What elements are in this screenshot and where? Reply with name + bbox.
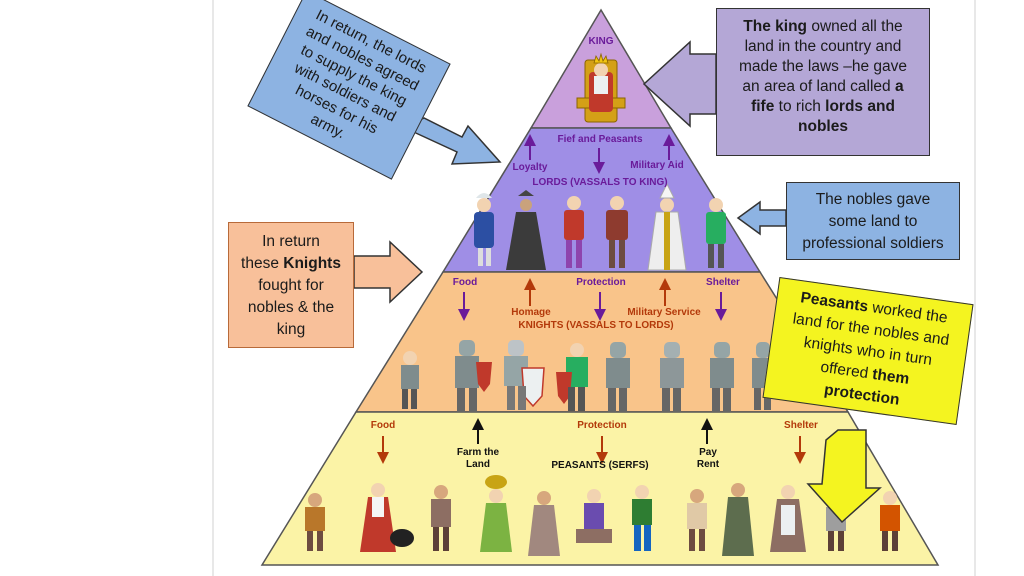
knight-figure-1 bbox=[401, 351, 419, 409]
homage-label: Homage bbox=[511, 307, 551, 318]
king-info-line-2: land in the country and bbox=[744, 38, 902, 55]
knights-return-line-4: nobles & the bbox=[247, 299, 335, 316]
king-info-bold-5: nobles bbox=[798, 118, 848, 135]
military-service-label: Military Service bbox=[627, 307, 701, 318]
lord-figure-2 bbox=[506, 190, 546, 270]
lord-figure-5 bbox=[647, 182, 687, 271]
peasant-figure-10 bbox=[770, 485, 806, 552]
peasant-figure-2 bbox=[360, 483, 414, 552]
peasant-figure-1 bbox=[305, 493, 325, 551]
peasant-figure-3 bbox=[431, 485, 451, 551]
king-info-arrow bbox=[642, 40, 717, 128]
lord-figure-6 bbox=[706, 198, 726, 268]
knight-figure-3 bbox=[504, 340, 545, 410]
knights-return-line-1: In return bbox=[262, 233, 320, 250]
knight-figure-7 bbox=[710, 342, 734, 412]
shelter-label: Shelter bbox=[706, 277, 740, 288]
knight-figure-5 bbox=[606, 342, 630, 412]
military-aid-label: Military Aid bbox=[630, 160, 684, 171]
knights-return-arrow bbox=[353, 240, 424, 304]
king-info-bold-1: The king bbox=[743, 18, 808, 35]
peasant-protection-label: Protection bbox=[577, 420, 627, 431]
peasant-figure-7 bbox=[632, 485, 652, 551]
knights-tier-title: KNIGHTS (VASSALS TO LORDS) bbox=[518, 320, 674, 331]
king-info-bold-2: a bbox=[894, 78, 904, 95]
lord-figure-1 bbox=[474, 193, 494, 266]
king-info-line-4: an area of land called bbox=[742, 78, 895, 95]
peasant-food-label: Food bbox=[370, 420, 396, 431]
nobles-gave-arrow bbox=[736, 200, 787, 236]
peasant-figure-12 bbox=[880, 491, 900, 551]
lord-figure-3 bbox=[564, 196, 584, 268]
nobles-gave-line-3: professional soldiers bbox=[802, 235, 944, 252]
king-info-text-5: to rich bbox=[774, 98, 826, 115]
king-info-bold-4: lords and bbox=[825, 98, 895, 115]
farm-label-line1: Farm the bbox=[456, 447, 500, 458]
knight-figure-4 bbox=[556, 343, 588, 411]
pay-label-line1: Pay bbox=[699, 447, 717, 458]
king-info-callout: The king owned all the land in the count… bbox=[716, 8, 930, 156]
king-info-line-3: made the laws –he gave bbox=[738, 58, 908, 75]
knight-figure-2 bbox=[455, 340, 492, 412]
peasant-figure-5 bbox=[528, 491, 560, 556]
knights-return-callout: In return these Knights fought for noble… bbox=[228, 222, 354, 348]
knights-return-line-2: these bbox=[241, 255, 284, 272]
peasants-tier-title: PEASANTS (SERFS) bbox=[551, 460, 649, 471]
nobles-gave-callout: The nobles gave some land to professiona… bbox=[786, 182, 960, 260]
peasant-figure-9 bbox=[722, 483, 754, 556]
peasant-shelter-label: Shelter bbox=[784, 420, 818, 431]
knights-return-line-5: king bbox=[276, 321, 306, 338]
king-info-text-1: owned all the bbox=[807, 18, 903, 35]
peasant-figure-4 bbox=[480, 475, 512, 552]
protection-label: Protection bbox=[576, 277, 626, 288]
king-info-bold-3: fife bbox=[751, 98, 775, 115]
pay-label-line2: Rent bbox=[696, 459, 720, 470]
peasant-figure-6 bbox=[576, 489, 612, 543]
lords-return-arrow bbox=[403, 117, 502, 165]
food-label: Food bbox=[452, 277, 478, 288]
peasants-worked-bold-2: them bbox=[871, 365, 911, 388]
king-tier-title: KING bbox=[588, 36, 614, 47]
knight-figure-6 bbox=[660, 342, 684, 412]
lord-figure-4 bbox=[606, 196, 628, 268]
nobles-gave-line-1: The nobles gave bbox=[815, 191, 931, 208]
knights-return-line-3: fought for bbox=[258, 277, 324, 294]
peasants-worked-arrow bbox=[806, 429, 882, 524]
lords-tier-title: LORDS (VASSALS TO KING) bbox=[532, 177, 668, 188]
farm-label-line2: Land bbox=[466, 459, 490, 470]
knights-return-bold-1: Knights bbox=[283, 255, 341, 272]
loyalty-label: Loyalty bbox=[512, 162, 548, 173]
nobles-gave-line-2: some land to bbox=[828, 213, 918, 230]
peasant-figure-8 bbox=[687, 489, 707, 551]
fief-label: Fief and Peasants bbox=[557, 134, 643, 145]
king-figure bbox=[576, 52, 626, 123]
